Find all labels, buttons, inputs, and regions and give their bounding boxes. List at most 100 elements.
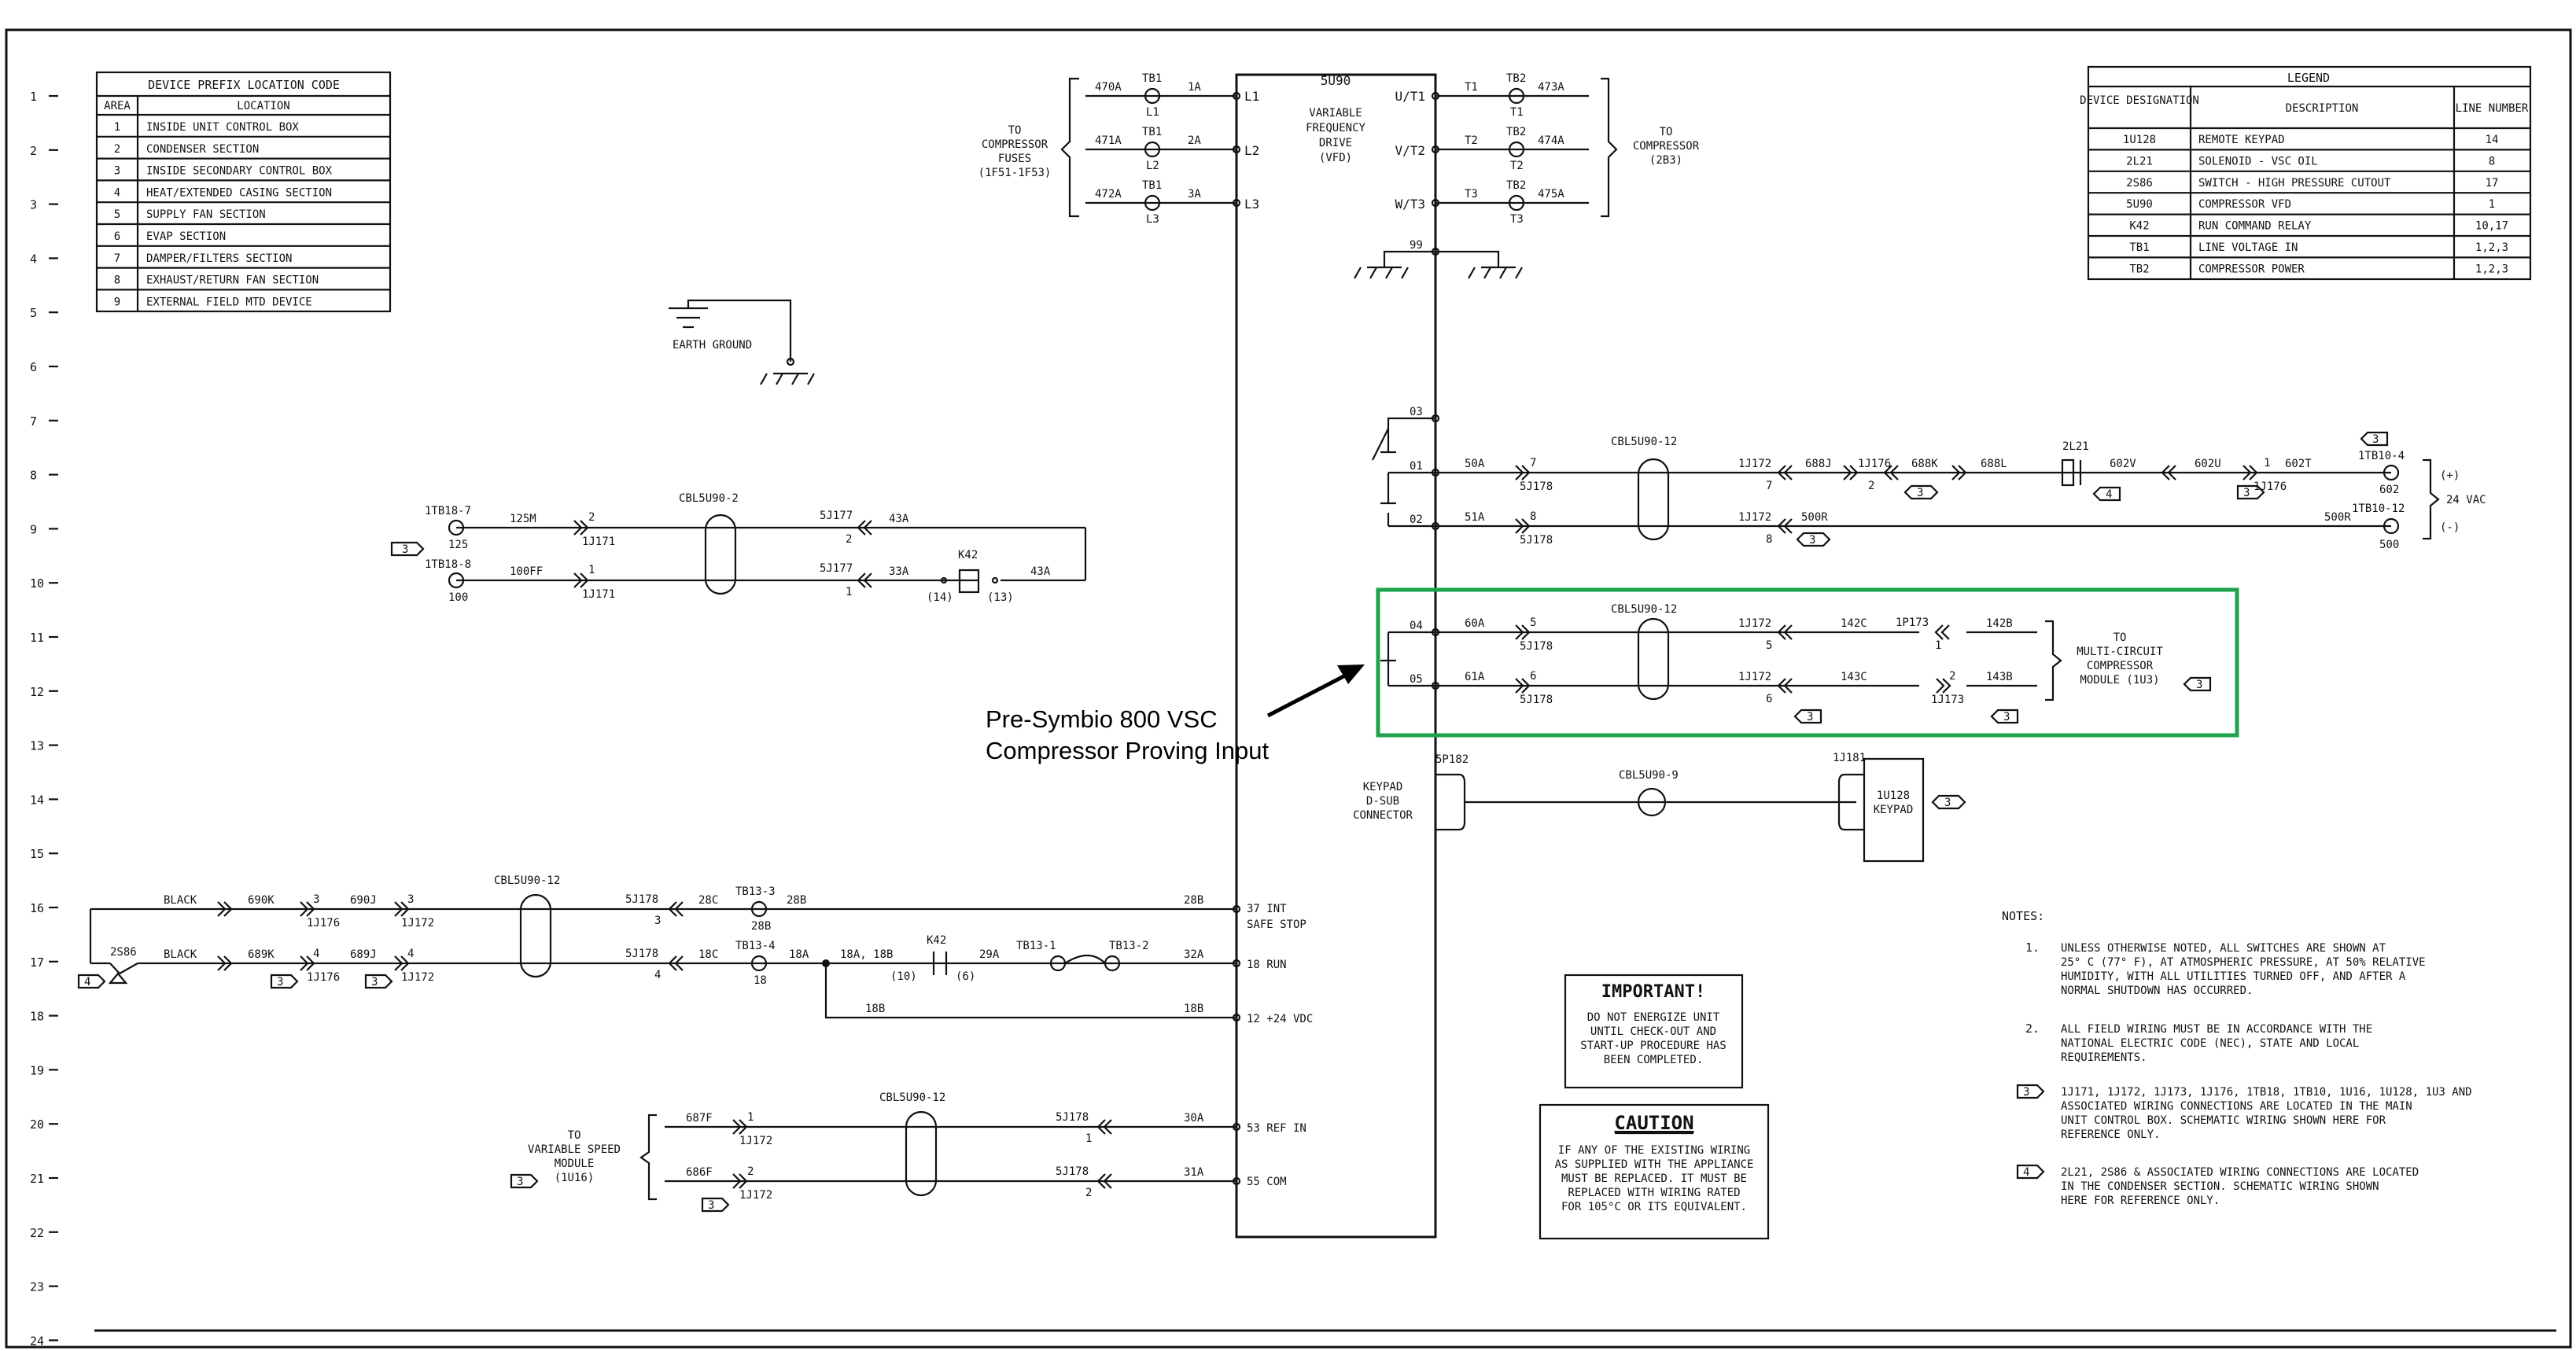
vfd-name-3: DRIVE xyxy=(1319,137,1352,149)
line-number: 13 xyxy=(30,739,44,753)
power-out-t3: T3 xyxy=(1465,188,1478,201)
oil-wire-500r: 500R xyxy=(2324,511,2351,524)
run-wire-689k: 689K xyxy=(248,948,275,961)
vfd-terminal-99: 99 xyxy=(1410,239,1423,252)
line-number: 5 xyxy=(30,306,37,320)
ref-wire-30a: 30A xyxy=(1184,1112,1204,1125)
oil-wire-50a: 50A xyxy=(1465,458,1485,470)
run-tag-4: 4 xyxy=(84,976,90,988)
keypad-plug: 5P182 xyxy=(1435,753,1469,766)
legend-designation: 2S86 xyxy=(2126,177,2153,190)
k42-tb-bot: 1TB18-8 xyxy=(425,558,471,571)
legend-line-number: 17 xyxy=(2486,177,2499,190)
run-n3-b: 3 xyxy=(407,893,414,906)
power-in-term-2a: 2A xyxy=(1188,134,1201,147)
prefix-location: CONDENSER SECTION xyxy=(146,143,259,156)
run-pin-6: (6) xyxy=(956,970,975,983)
vfd-name-4: (VFD) xyxy=(1319,152,1352,164)
power-out-t2-b: T2 xyxy=(1510,160,1524,172)
proving-j172-a: 1J172 xyxy=(1738,617,1771,630)
proving-wire-143b: 143B xyxy=(1986,671,2013,683)
note-3-num: 3 xyxy=(2023,1086,2029,1099)
k42-tb-top-num: 125 xyxy=(448,539,468,551)
line-number: 11 xyxy=(30,631,44,645)
k42-wire-33a: 33A xyxy=(889,565,909,578)
run-wire-28b: 28B xyxy=(787,894,806,907)
line-number: 8 xyxy=(30,469,37,483)
line-number: 12 xyxy=(30,685,44,699)
oil-wire-688k: 688K xyxy=(1911,458,1938,470)
power-out-tb2-c: TB2 xyxy=(1506,179,1526,192)
line-number: 3 xyxy=(30,198,37,212)
ref-label-2: VARIABLE SPEED xyxy=(528,1143,621,1156)
proving-j178-a: 5J178 xyxy=(1520,640,1553,653)
power-in-label-4: (1F51-1F53) xyxy=(978,167,1052,179)
note-1-line-3: HUMIDITY, WITH ALL UTILITIES TURNED OFF,… xyxy=(2061,970,2406,983)
oil-tb10-12: 1TB10-12 xyxy=(2352,502,2405,515)
power-out-t1: T1 xyxy=(1465,81,1478,94)
oil-wire-688l: 688L xyxy=(1981,458,2007,470)
k42-plug-bot: 1J171 xyxy=(582,588,615,601)
oil-j178-b: 5J178 xyxy=(1520,534,1553,547)
sheet-border xyxy=(5,28,2572,1349)
vfd-terminal-04: 04 xyxy=(1410,620,1423,632)
note-2-line-3: REQUIREMENTS. xyxy=(2061,1051,2147,1064)
run-j172-b: 1J172 xyxy=(401,971,434,984)
vfd-terminal-05: 05 xyxy=(1410,673,1423,686)
run-wire-689j: 689J xyxy=(350,948,377,961)
legend-description: COMPRESSOR POWER xyxy=(2198,263,2305,275)
power-out-tb2-a: TB2 xyxy=(1506,72,1526,85)
important-notice: IMPORTANT! DO NOT ENERGIZE UNIT UNTIL CH… xyxy=(1564,974,1744,1089)
power-output-group: T1 T2 T3 TB2 TB2 TB2 T1 T2 T3 473A 474A … xyxy=(1435,72,1700,226)
power-in-l3: L3 xyxy=(1146,213,1159,226)
prefix-location: EVAP SECTION xyxy=(146,230,226,243)
run-wire-18a: 18A xyxy=(789,948,809,961)
note-3-line-3: UNIT CONTROL BOX. SCHEMATIC WIRING SHOWN… xyxy=(2061,1114,2386,1127)
oil-plus: (+) xyxy=(2440,469,2460,482)
run-n4-a: 4 xyxy=(313,948,319,960)
note-2-num: 2. xyxy=(2025,1022,2040,1036)
run-tb13-4: TB13-4 xyxy=(735,940,776,952)
power-in-wire-470a: 470A xyxy=(1095,81,1122,94)
ref-label-3: MODULE xyxy=(555,1158,595,1170)
k42-relay-pin-14: (14) xyxy=(927,591,953,604)
keypad-cable: CBL5U90-9 xyxy=(1619,769,1679,782)
run-wire-18b-r: 18B xyxy=(1184,1003,1203,1015)
oil-j172-b: 1J172 xyxy=(1738,511,1771,524)
power-in-tb1-c: TB1 xyxy=(1142,179,1162,192)
legend-header-line: LINE NUMBER xyxy=(2456,102,2529,115)
legend-designation: 5U90 xyxy=(2126,198,2153,211)
oil-wire-688j: 688J xyxy=(1805,458,1832,470)
caution-line-5: FOR 105°C OR ITS EQUIVALENT. xyxy=(1561,1201,1747,1213)
oil-tag-3-b: 3 xyxy=(2372,433,2379,446)
run-tb13-2: TB13-2 xyxy=(1109,940,1149,952)
important-line-1: DO NOT ENERGIZE UNIT xyxy=(1587,1011,1720,1024)
run-j178-a: 5J178 xyxy=(625,893,658,906)
prefix-area: 3 xyxy=(114,165,120,178)
line-number: 7 xyxy=(30,414,37,429)
oil-wire-51a: 51A xyxy=(1465,511,1485,524)
note-3-line-2: ASSOCIATED WIRING CONNECTIONS ARE LOCATE… xyxy=(2061,1100,2412,1113)
line-number: 6 xyxy=(30,360,37,374)
proving-pin-6: 6 xyxy=(1530,670,1536,683)
line-number: 4 xyxy=(30,252,37,266)
note-2-line-1: ALL FIELD WIRING MUST BE IN ACCORDANCE W… xyxy=(2061,1023,2372,1036)
proving-tag-3-a: 3 xyxy=(2196,679,2202,691)
oil-cable: CBL5U90-12 xyxy=(1611,436,1677,448)
prefix-area: 9 xyxy=(114,296,120,308)
ref-cable: CBL5U90-12 xyxy=(879,1091,945,1104)
power-in-l2: L2 xyxy=(1146,160,1159,172)
line-number: 9 xyxy=(30,522,37,536)
ref-label-1: TO xyxy=(568,1129,581,1142)
notes-section: NOTES: 1. UNLESS OTHERWISE NOTED, ALL SW… xyxy=(2002,909,2472,1207)
ref-n2-b: 2 xyxy=(1085,1187,1092,1199)
legend-designation: K42 xyxy=(2129,220,2149,233)
power-in-label-1: TO xyxy=(1008,124,1022,137)
proving-p173: 1P173 xyxy=(1896,617,1929,629)
run-n4-b: 4 xyxy=(407,948,414,960)
k42-j-bot-num: 1 xyxy=(846,586,852,598)
run-j172-a: 1J172 xyxy=(401,917,434,930)
keypad-circuit: 5P182 KEYPAD D-SUB CONNECTOR CBL5U90-9 1… xyxy=(1353,752,1966,863)
ref-tag-3-b: 3 xyxy=(708,1199,714,1212)
vfd-terminal-18: 18 RUN xyxy=(1247,959,1287,971)
